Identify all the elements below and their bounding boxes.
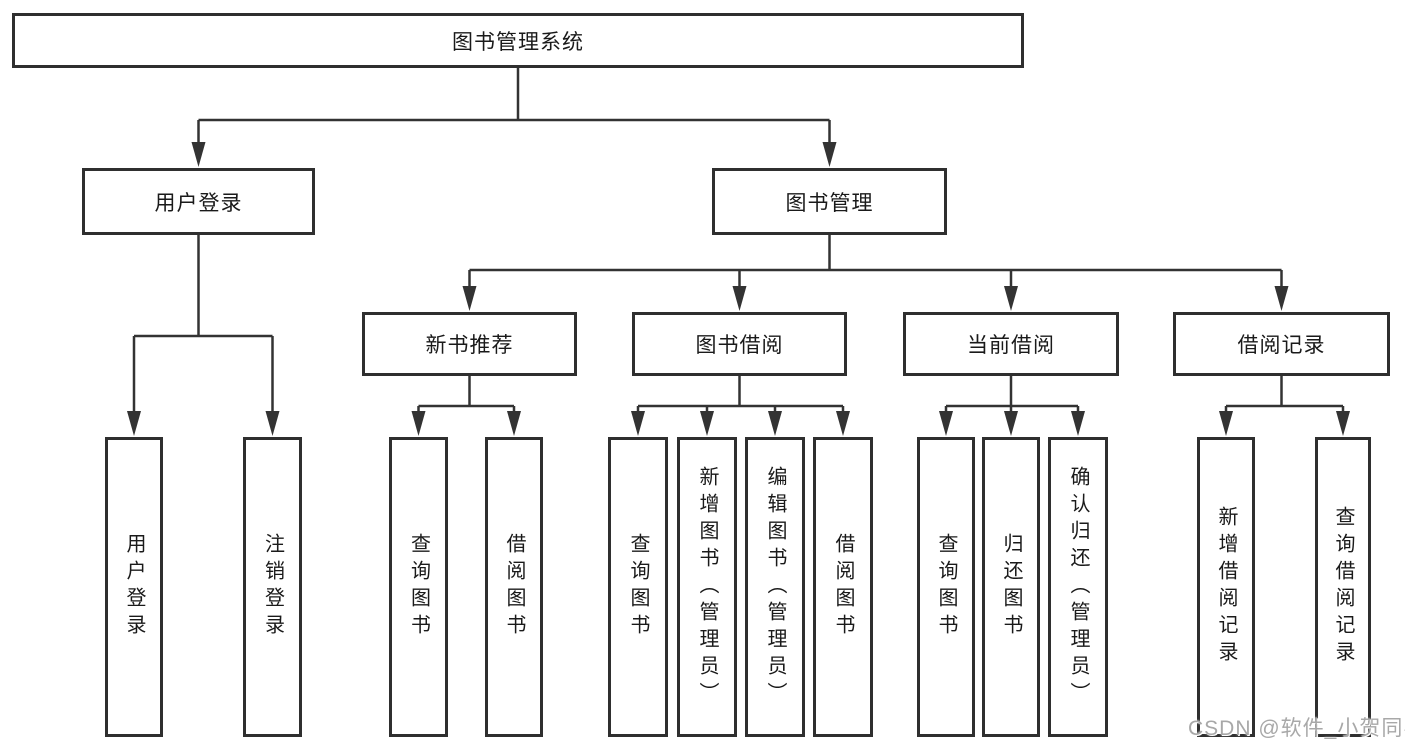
arrowhead-icon xyxy=(1336,411,1350,436)
arrowhead-icon xyxy=(507,411,521,436)
arrowhead-icon xyxy=(822,142,837,167)
leaf-br-add-record: 新增借阅记录 xyxy=(1197,437,1255,737)
arrowhead-icon xyxy=(1071,411,1085,436)
arrowheads-group xyxy=(127,120,1350,436)
node-book-borrowing: 图书借阅 xyxy=(632,312,847,376)
leaf-cb-query-books: 查询图书 xyxy=(917,437,975,737)
arrowhead-icon xyxy=(411,411,426,436)
connector-lines xyxy=(134,68,1343,408)
node-book-management: 图书管理 xyxy=(712,168,947,235)
leaf-bb-borrow-books: 借阅图书 xyxy=(813,437,873,737)
arrowhead-icon xyxy=(631,411,645,436)
arrowhead-icon xyxy=(1274,286,1289,311)
arrowhead-icon xyxy=(462,286,477,311)
arrowhead-icon xyxy=(836,411,850,436)
arrowhead-icon xyxy=(265,411,280,436)
node-new-book-recommend: 新书推荐 xyxy=(362,312,577,376)
arrowhead-icon xyxy=(191,142,206,167)
arrowhead-icon xyxy=(939,411,953,436)
arrowhead-icon xyxy=(1004,286,1018,311)
arrowhead-icon xyxy=(127,411,141,436)
leaf-br-query-record: 查询借阅记录 xyxy=(1315,437,1371,737)
node-user-login: 用户登录 xyxy=(82,168,315,235)
node-current-borrowing: 当前借阅 xyxy=(903,312,1119,376)
leaf-bb-edit-book-admin: 编辑图书（管理员） xyxy=(745,437,805,737)
arrowhead-icon xyxy=(700,411,714,436)
leaf-cb-return-books: 归还图书 xyxy=(982,437,1040,737)
arrowhead-icon xyxy=(768,411,782,436)
leaf-logout: 注销登录 xyxy=(243,437,302,737)
leaf-bb-query-books: 查询图书 xyxy=(608,437,668,737)
arrowhead-icon xyxy=(1004,411,1018,436)
leaf-nb-borrow-books: 借阅图书 xyxy=(485,437,543,737)
arrowhead-icon xyxy=(1219,411,1233,436)
watermark: CSDN @软件_小贺同学 xyxy=(1188,717,1405,740)
leaf-cb-confirm-return-admin: 确认归还（管理员） xyxy=(1048,437,1108,737)
leaf-nb-query-books: 查询图书 xyxy=(389,437,448,737)
leaf-bb-add-book-admin: 新增图书（管理员） xyxy=(677,437,737,737)
node-borrowing-records: 借阅记录 xyxy=(1173,312,1390,376)
arrowhead-icon xyxy=(732,286,747,311)
node-root: 图书管理系统 xyxy=(12,13,1024,68)
leaf-user-login: 用户登录 xyxy=(105,437,163,737)
